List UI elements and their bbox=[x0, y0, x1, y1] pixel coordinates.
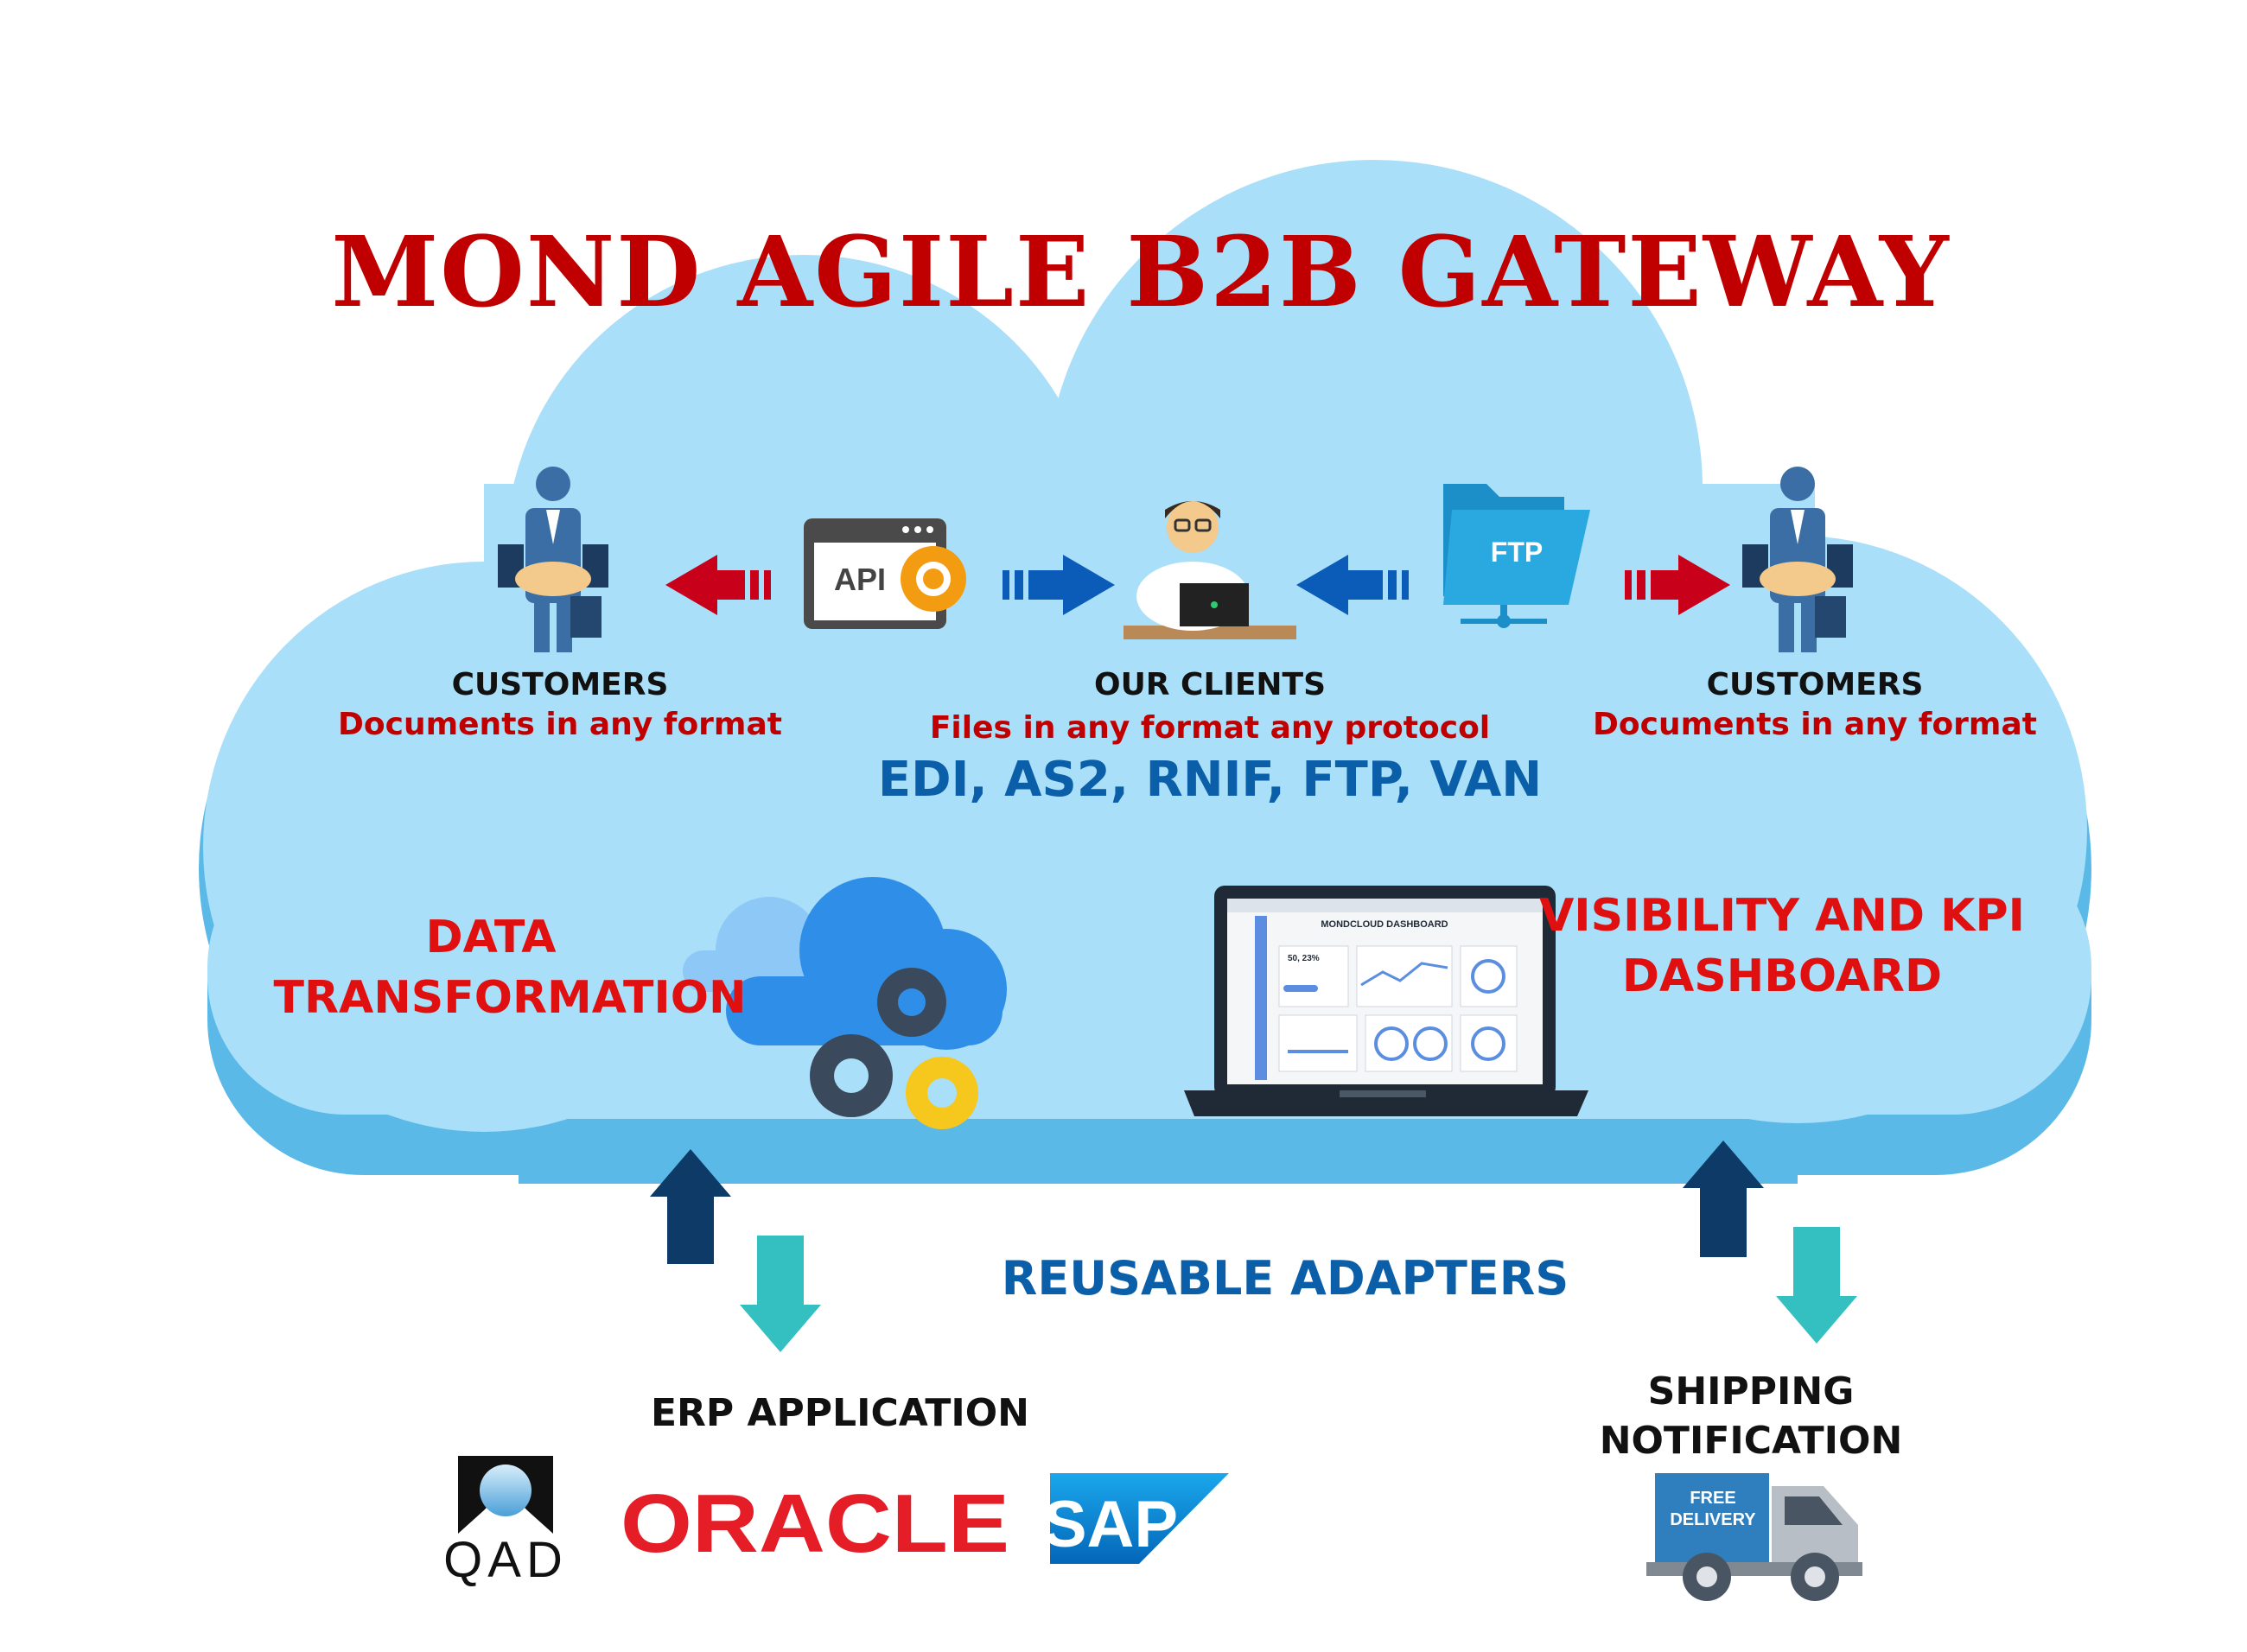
api-icon bbox=[804, 518, 966, 629]
right-customers-heading: CUSTOMERS bbox=[1706, 667, 1924, 702]
arrow-shipping-down bbox=[1776, 1227, 1857, 1344]
erp-heading: ERP APPLICATION bbox=[650, 1391, 1030, 1435]
cloud-gears-icon bbox=[683, 877, 1007, 1129]
left-customers-heading: CUSTOMERS bbox=[451, 667, 669, 702]
clients-subtitle: Files in any format any protocol bbox=[929, 710, 1491, 746]
shipping-line1: SHIPPING bbox=[1647, 1369, 1855, 1414]
dashboard-kpi-value: 50, 23% bbox=[1288, 954, 1320, 963]
left-customers-subtitle: Documents in any format bbox=[338, 707, 782, 742]
cloud-shape bbox=[199, 160, 2091, 1184]
ftp-label: FTP bbox=[1491, 537, 1543, 568]
truck-label-line1: FREE bbox=[1690, 1489, 1735, 1508]
reusable-adapters-label: REUSABLE ADAPTERS bbox=[1001, 1251, 1569, 1306]
arrow-api-to-clients bbox=[1003, 555, 1115, 615]
protocols-list: EDI, AS2, RNIF, FTP, VAN bbox=[877, 752, 1543, 808]
arrow-ftp-to-clients bbox=[1296, 555, 1409, 615]
dashboard-screen-title: MONDCLOUD DASHBOARD bbox=[1321, 919, 1448, 930]
arrow-to-customer-left bbox=[665, 555, 771, 615]
client-at-desk-icon bbox=[1124, 501, 1296, 639]
qad-logo bbox=[458, 1456, 553, 1534]
arrow-erp-down bbox=[740, 1236, 821, 1352]
oracle-logo: ORACLE bbox=[621, 1477, 1009, 1570]
right-customers-subtitle: Documents in any format bbox=[1593, 707, 2037, 742]
customer-handshake-icon bbox=[1742, 467, 1853, 652]
data-transformation-line2: TRANSFORMATION bbox=[273, 972, 747, 1024]
sap-logo bbox=[1050, 1473, 1229, 1564]
sap-logo-text: SAP bbox=[1043, 1488, 1178, 1561]
page-title: MOND AGILE B2B GATEWAY bbox=[331, 216, 1951, 329]
arrow-shipping-up bbox=[1683, 1141, 1764, 1257]
delivery-truck-icon bbox=[1646, 1473, 1862, 1601]
arrow-to-customer-right bbox=[1625, 555, 1730, 615]
laptop-dashboard-icon bbox=[1184, 886, 1588, 1116]
ftp-folder-icon bbox=[1443, 484, 1590, 628]
api-label: API bbox=[834, 562, 886, 597]
truck-label-line2: DELIVERY bbox=[1670, 1510, 1756, 1529]
qad-logo-text: QAD bbox=[443, 1532, 568, 1588]
arrow-erp-up bbox=[650, 1149, 731, 1264]
customer-handshake-icon bbox=[498, 467, 608, 652]
clients-heading: OUR CLIENTS bbox=[1093, 667, 1327, 702]
dashboard-line1: VISIBILITY AND KPI bbox=[1539, 890, 2025, 942]
dashboard-line2: DASHBOARD bbox=[1621, 950, 1943, 1002]
shipping-line2: NOTIFICATION bbox=[1599, 1419, 1903, 1463]
data-transformation-line1: DATA bbox=[425, 912, 557, 963]
